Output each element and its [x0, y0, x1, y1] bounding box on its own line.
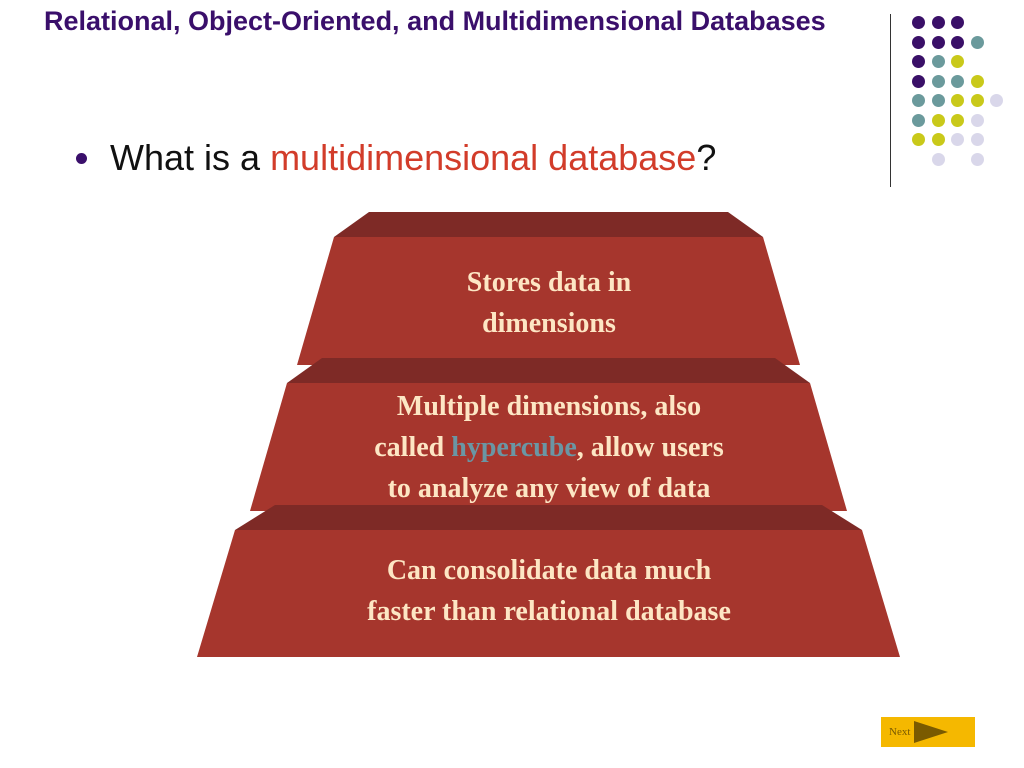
bullet-icon — [76, 153, 87, 164]
tier-1-line-1: Stores data in — [466, 267, 632, 298]
tier-2-line-2-post: , allow users — [576, 432, 724, 463]
bullet-highlight: multidimensional database — [270, 137, 697, 178]
tier-1-top — [334, 212, 763, 237]
tier-3-text: Can consolidate data much faster than re… — [249, 550, 849, 632]
tier-1-text: Stores data in dimensions — [349, 262, 749, 344]
tier-3-line-2: faster than relational database — [367, 596, 731, 627]
title-divider — [890, 14, 891, 187]
tier-2-line-2-pre: called — [374, 432, 452, 463]
tier-2-face — [250, 383, 847, 511]
bullet-suffix: ? — [696, 137, 717, 178]
bullet-prefix: What is a — [110, 137, 271, 178]
hypercube-term: hypercube — [451, 432, 577, 463]
tier-2-line-3: to analyze any view of data — [387, 473, 711, 504]
slide-title: Relational, Object-Oriented, and Multidi… — [44, 6, 826, 36]
tier-3-face — [197, 530, 900, 657]
right-arrow-icon — [914, 721, 948, 743]
tier-2-top — [287, 358, 810, 383]
tier-2-line-1: Multiple dimensions, also — [396, 391, 702, 422]
tier-3-line-1: Can consolidate data much — [386, 555, 712, 586]
tier-1-line-2: dimensions — [482, 308, 616, 339]
next-label: Next — [889, 726, 911, 738]
tier-2-line-2: called hypercube, allow users — [294, 427, 804, 468]
next-button[interactable]: Next — [881, 717, 975, 747]
tier-3-top — [235, 505, 862, 530]
tier-2-text: Multiple dimensions, also called hypercu… — [294, 386, 804, 509]
tier-1-face — [297, 237, 800, 365]
bullet-text: What is a multidimensional database? — [110, 136, 716, 180]
